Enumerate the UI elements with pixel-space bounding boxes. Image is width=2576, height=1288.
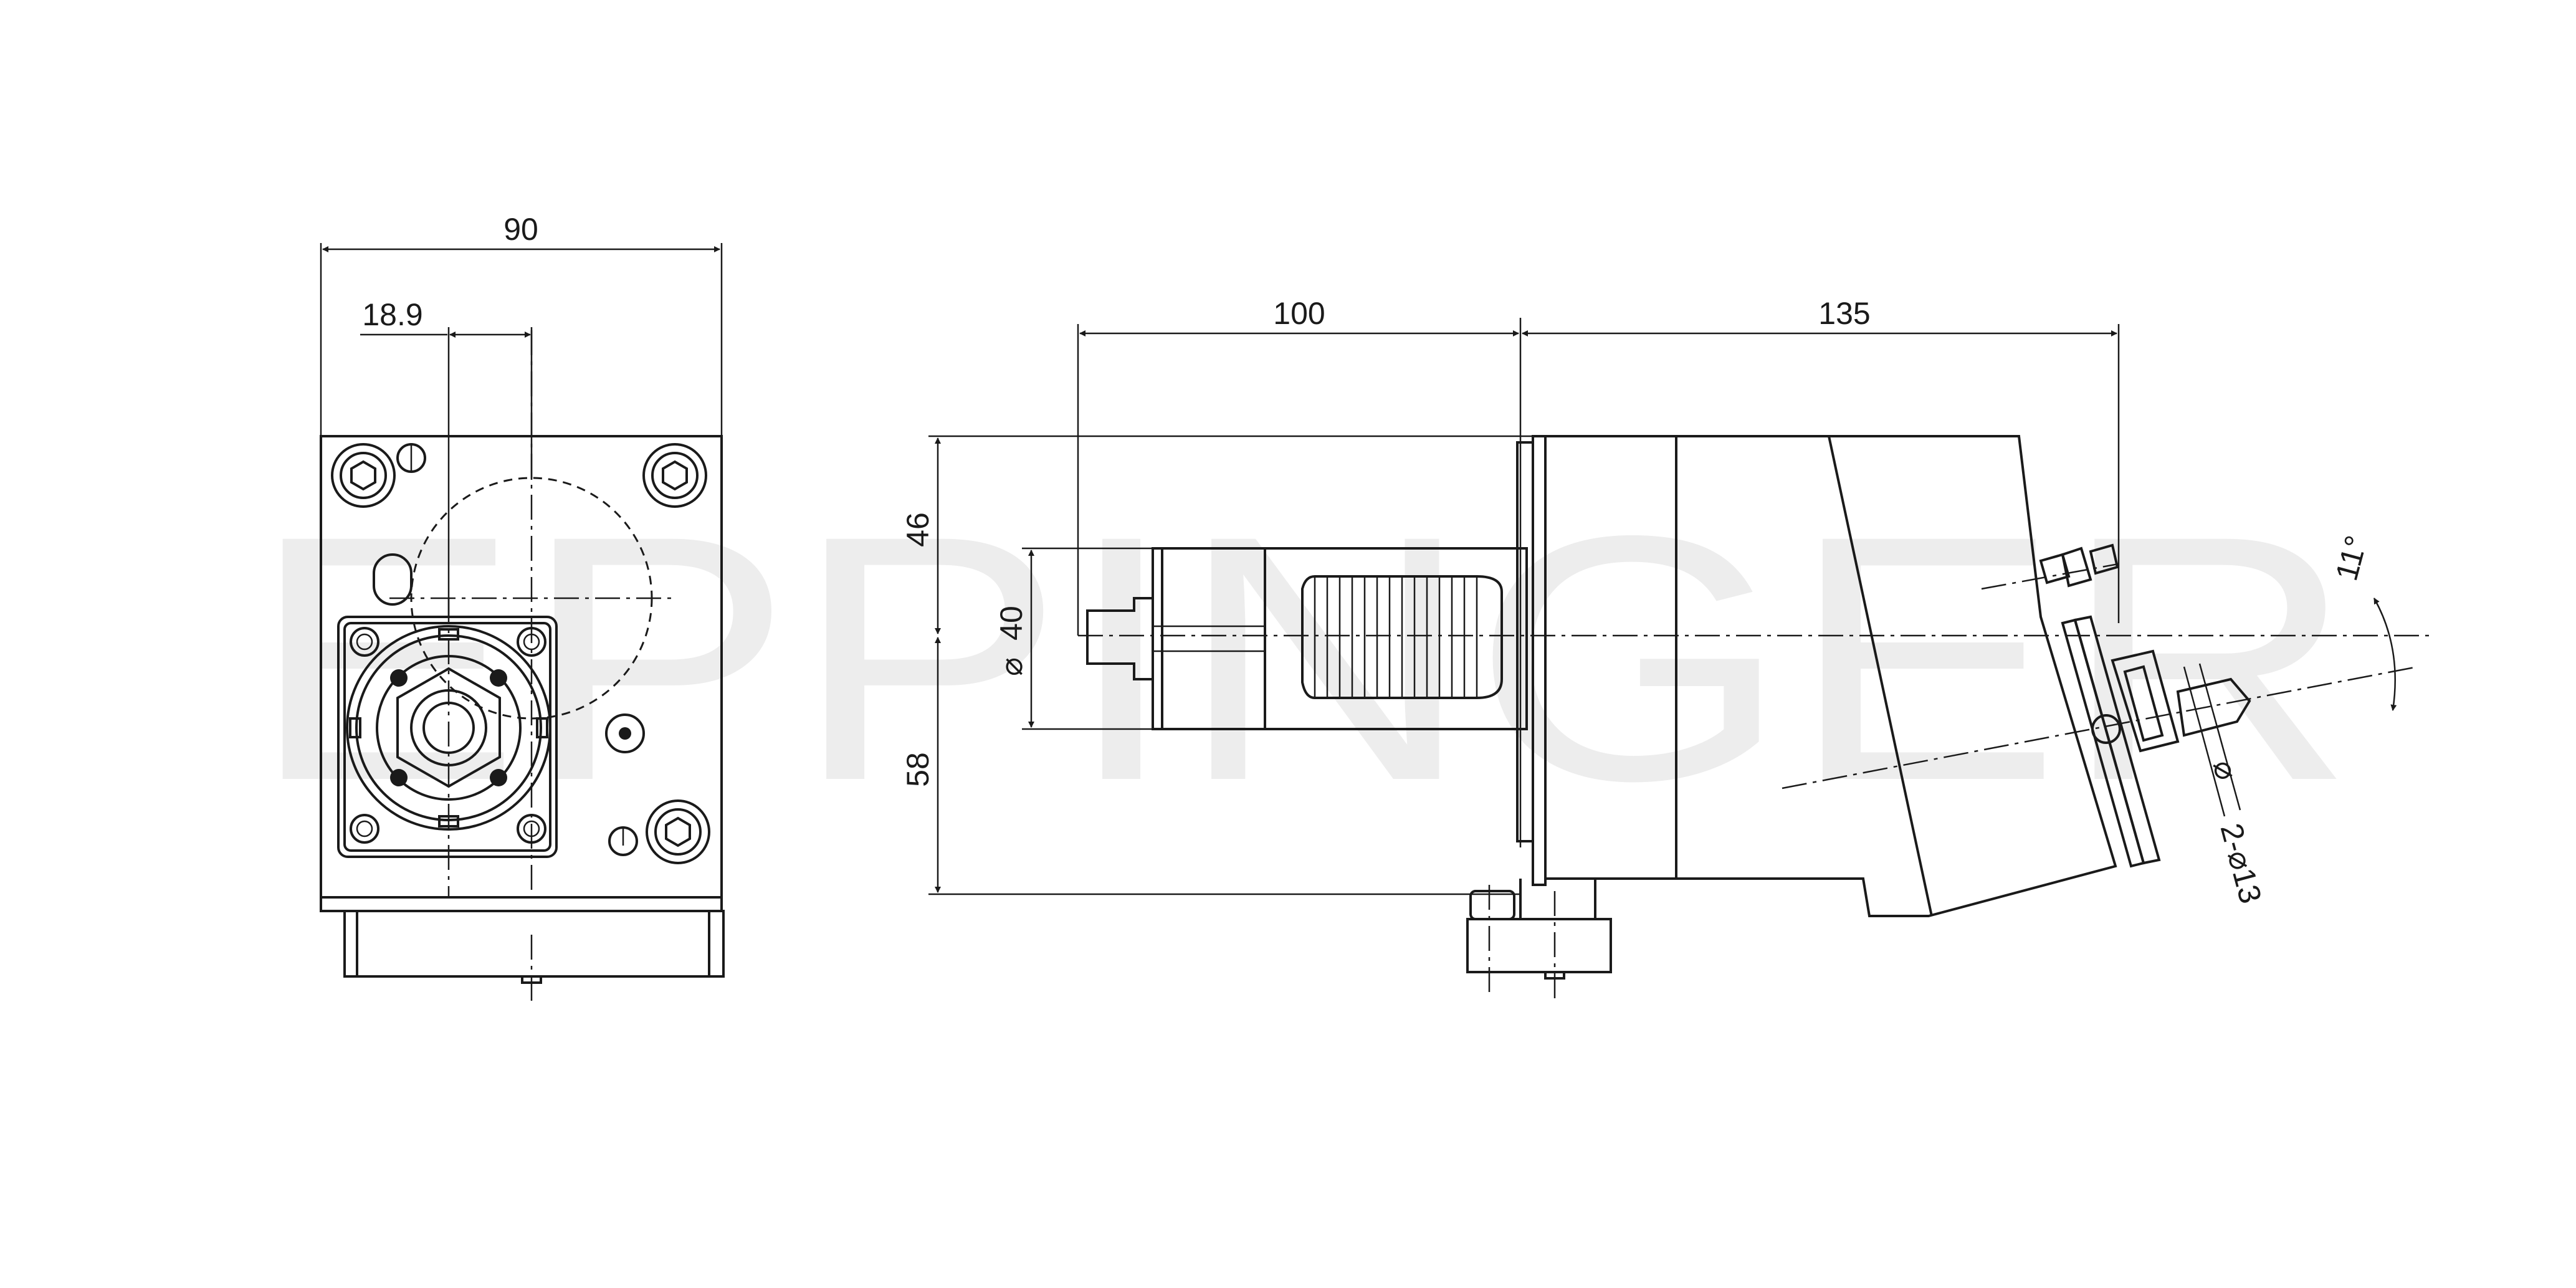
flange-bolt-icon <box>350 627 546 844</box>
dim-width-total: 90 <box>503 212 538 247</box>
coolant-port-icon <box>605 713 645 753</box>
bolt-top-right-icon <box>642 443 707 508</box>
bolt-top-left-icon <box>331 443 396 508</box>
dim-shank-diameter: 40 <box>994 606 1029 641</box>
pin-icon <box>373 553 413 606</box>
small-screw-bottom-icon <box>608 826 638 856</box>
collet-nut-icon <box>2091 649 2180 753</box>
side-view <box>1078 435 2430 1003</box>
spindle-nut-icon <box>346 625 551 831</box>
dim-body-length: 135 <box>1818 296 1870 331</box>
side-view-dimensions: 100 135 46 58 ⌀ 40 ⌀ 2-⌀13 11° <box>900 296 2397 907</box>
thread-icon <box>1301 575 1503 699</box>
small-screw-top-icon <box>396 443 426 473</box>
dim-shank-length: 100 <box>1273 296 1325 331</box>
front-view-dimensions: 90 18.9 <box>320 212 723 617</box>
bolt-bottom-right-icon <box>646 799 710 864</box>
front-view <box>320 330 725 1003</box>
dim-offset: 18.9 <box>362 297 422 332</box>
dim-height-upper: 46 <box>900 512 935 547</box>
dim-height-lower: 58 <box>900 752 935 787</box>
dim-shank-diameter-symbol: ⌀ <box>994 657 1029 676</box>
